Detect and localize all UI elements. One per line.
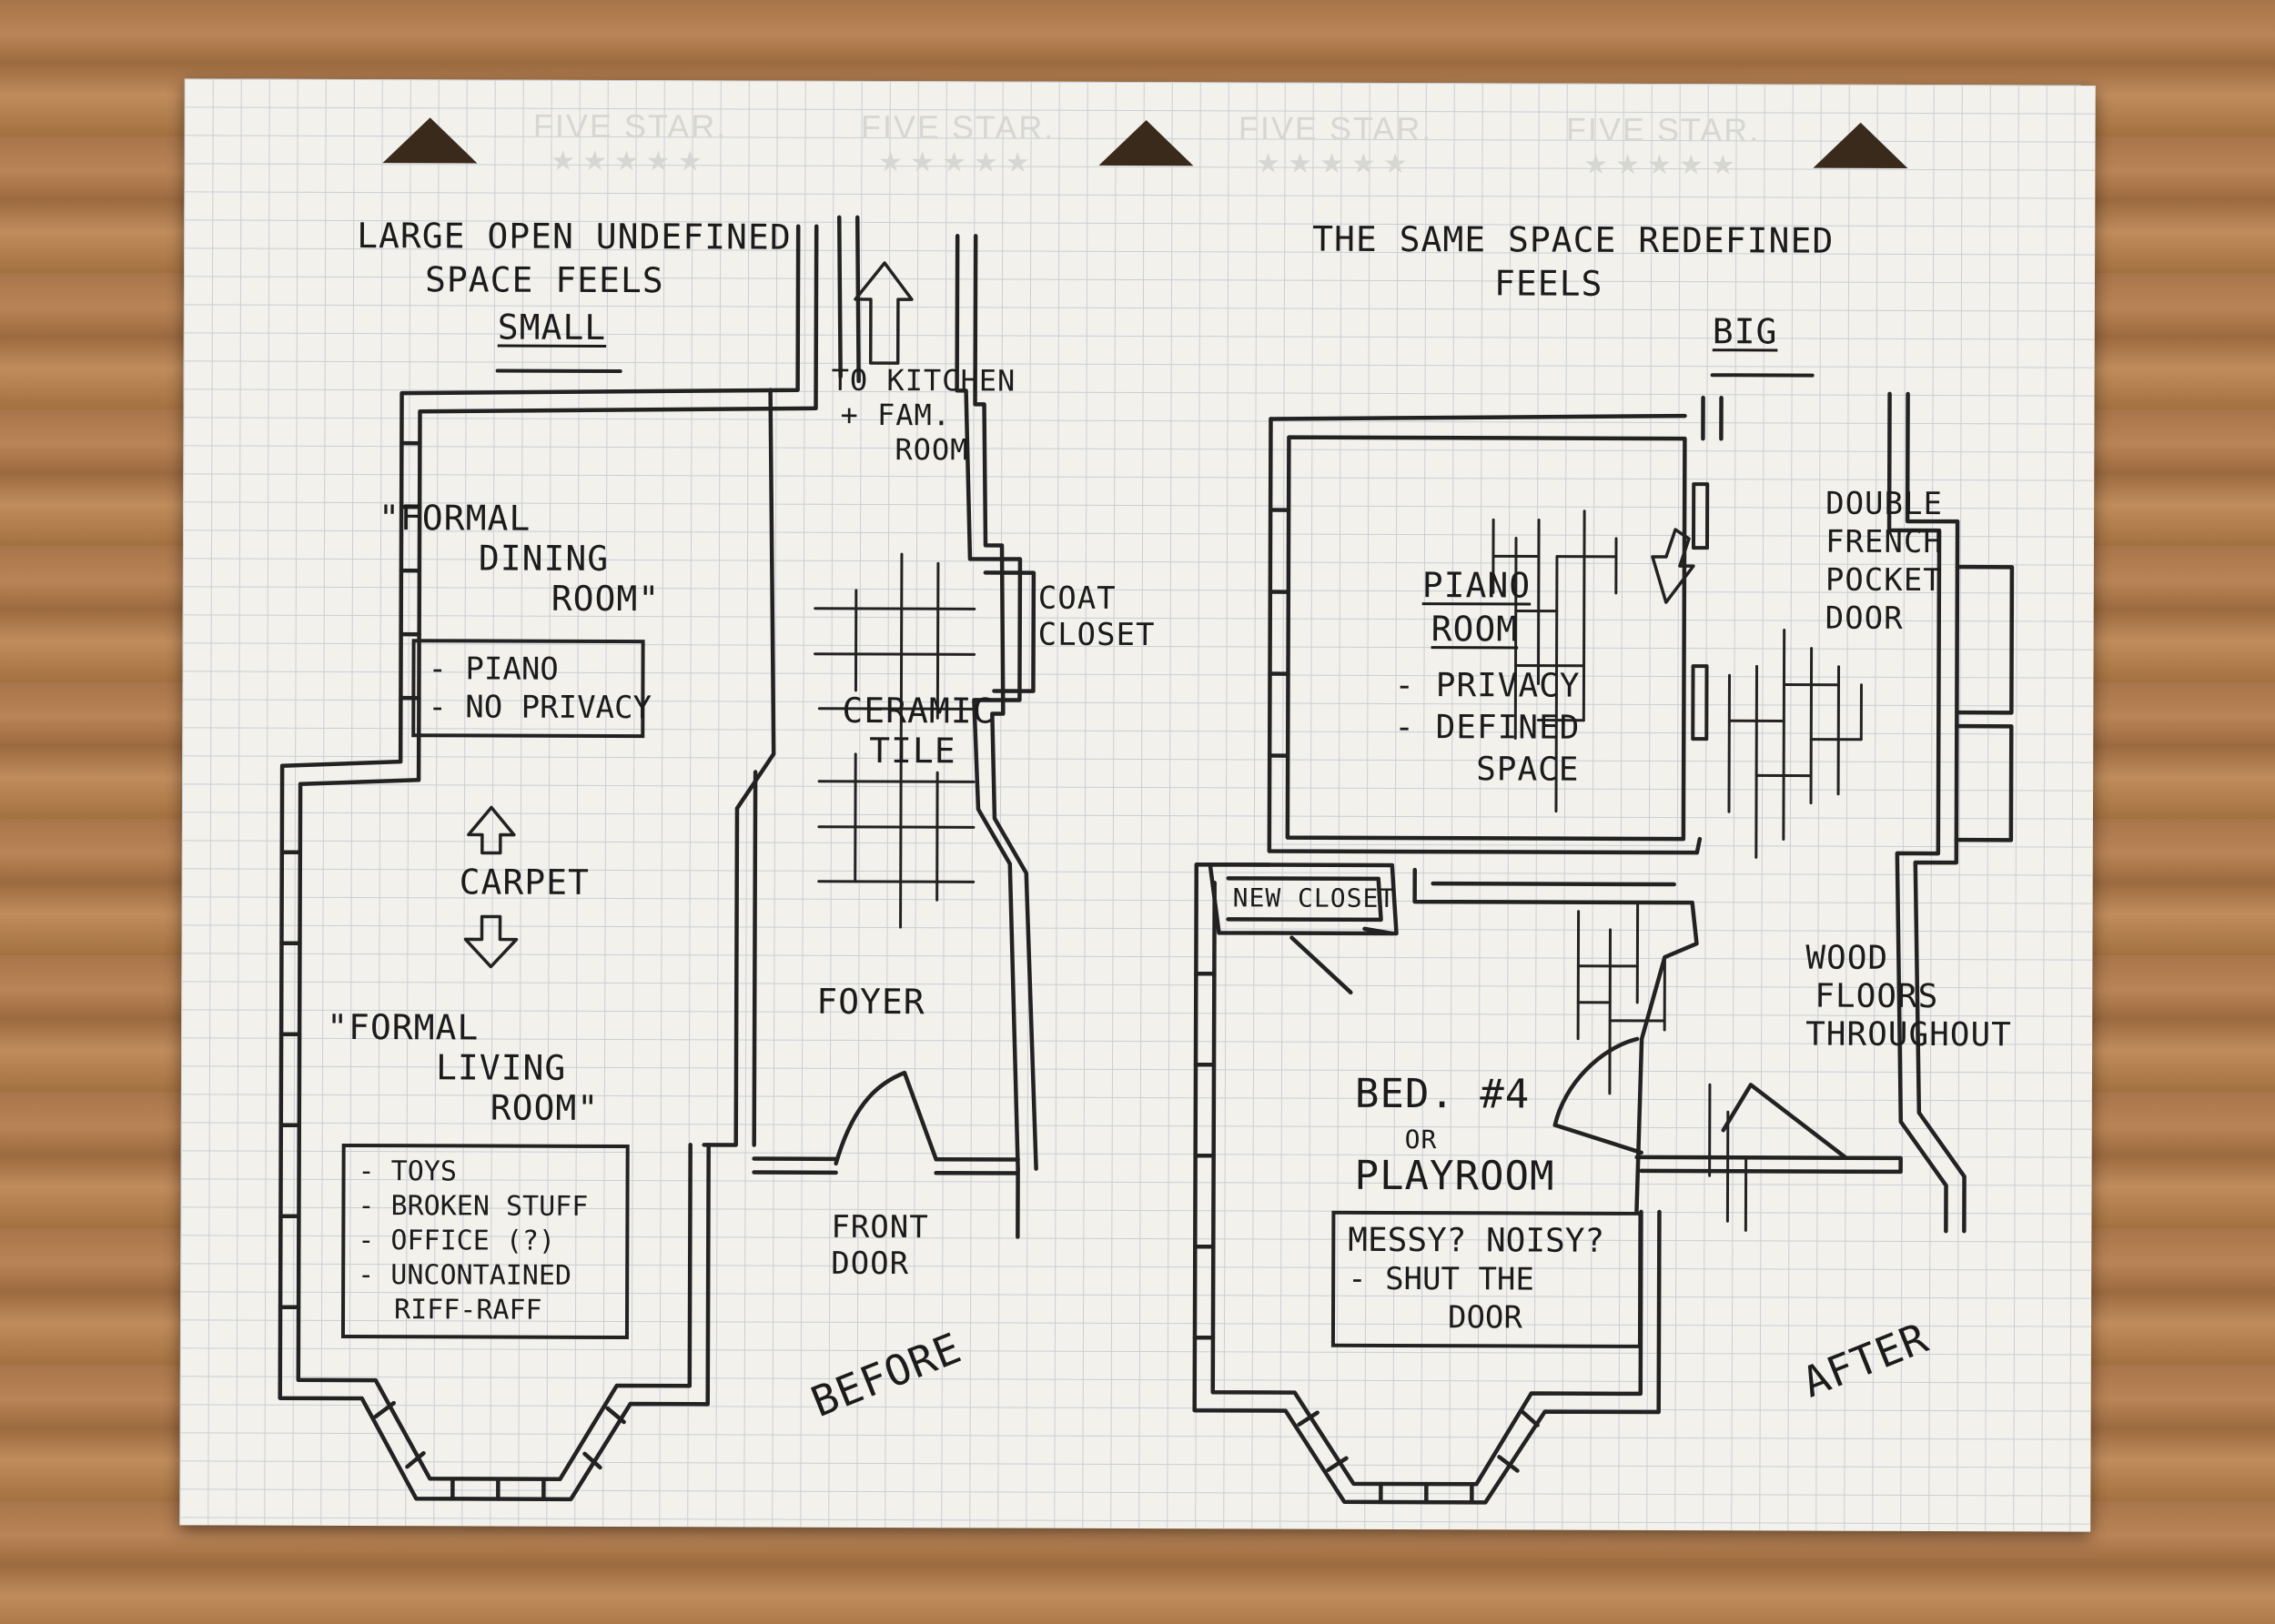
before-walls [278,215,1038,1502]
new-closet-label: NEW CLOSET [1232,883,1396,913]
after-heading-line-2: FEELS [1493,263,1603,304]
before-heading-emphasis: SMALL [497,307,607,348]
dining-room-label: "FORMAL DINING ROOM" [379,498,661,619]
front-door-label-line: DOOR [831,1245,910,1283]
graph-paper-sheet: FIVE STAR.★★★★★ FIVE STAR.★★★★★ FIVE STA… [179,78,2096,1532]
living-note: RIFF-RAFF [393,1294,542,1326]
ceramic-tile-label-line: TILE [869,730,956,772]
piano-room-note: SPACE [1476,751,1580,789]
front-door-label-line: FRONT [831,1208,929,1246]
wood-floors-label-line: FLOORS [1815,977,1939,1016]
kitchen-arrow-label: TO KITCHEN + FAM. ROOM [831,363,1016,468]
coat-closet-label-line: CLOSET [1037,616,1156,654]
pocket-door-label-line: POCKET [1825,561,1943,600]
foyer-label: FOYER [816,981,925,1023]
kitchen-arrow-label-line: TO KITCHEN [831,362,1016,398]
dining-note: - NO PRIVACY [428,689,652,727]
playroom-note: DOOR [1447,1299,1522,1337]
before-heading-line-2: SPACE FEELS [424,259,664,301]
kitchen-arrow-label-line: ROOM [895,432,969,468]
piano-room-notes: - PRIVACY - DEFINED SPACE [1394,665,1581,792]
piano-room-note: - PRIVACY [1394,666,1581,705]
ceramic-tile-label: CERAMIC TILE [842,691,994,772]
after-heading-emphasis: BIG [1712,311,1778,352]
kitchen-arrow-label-line: + FAM. [840,397,952,433]
wood-floors-label-line: THROUGHOUT [1805,1015,2012,1054]
living-room-label-line: LIVING [435,1047,567,1088]
living-notes-box: - TOYS - BROKEN STUFF - OFFICE (?) - UNC… [340,1143,630,1340]
living-note: - BROKEN STUFF [358,1190,589,1223]
piano-room-title-line-1: PIANO [1421,565,1532,606]
wood-floors-label: WOOD FLOORS THROUGHOUT [1805,940,2012,1055]
playroom-label: PLAYROOM [1354,1152,1555,1200]
pocket-door-label: DOUBLE FRENCH POCKET DOOR [1825,485,1943,638]
bed-label: BED. #4 [1354,1070,1531,1118]
pocket-door-label-line: FRENCH [1825,523,1943,561]
floor-plan-drawing [278,215,2015,1505]
playroom-notes-box: MESSY? NOISY? - SHUT THE DOOR [1330,1210,1643,1348]
dining-room-label-line: DINING [478,538,610,579]
ceramic-tile-label-line: CERAMIC [842,690,995,731]
piano-room-title-line-2: ROOM [1431,609,1519,650]
living-note: - TOYS [358,1155,458,1188]
pocket-door-label-line: DOOR [1825,600,1904,637]
pocket-door-label-line: DOUBLE [1825,485,1944,523]
dining-room-label-line: "FORMAL [379,498,531,539]
living-note: - OFFICE (?) [358,1225,556,1257]
after-heading-line-1: THE SAME SPACE REDEFINED [1312,218,1835,261]
dining-notes-box: - PIANO - NO PRIVACY [411,639,652,739]
wood-floors-label-line: WOOD [1805,939,1889,977]
coat-closet-label-line: COAT [1037,580,1117,617]
coat-closet-label: COAT CLOSET [1038,580,1156,653]
front-door-label: FRONT DOOR [831,1209,929,1282]
carpet-label: CARPET [459,862,591,903]
playroom-question: MESSY? NOISY? [1348,1221,1605,1260]
after-walls [1192,391,2015,1505]
dining-room-label-line: ROOM" [551,578,661,620]
playroom-note: - SHUT THE [1348,1260,1534,1298]
living-room-label-line: "FORMAL [327,1006,480,1048]
dining-note: - PIANO [428,651,559,688]
before-heading-line-1: LARGE OPEN UNDEFINED [357,216,792,257]
living-room-label: "FORMAL LIVING ROOM" [327,1007,600,1128]
living-room-label-line: ROOM" [490,1087,600,1128]
piano-room-note: - DEFINED [1394,708,1581,747]
living-note: - UNCONTAINED [358,1259,572,1292]
